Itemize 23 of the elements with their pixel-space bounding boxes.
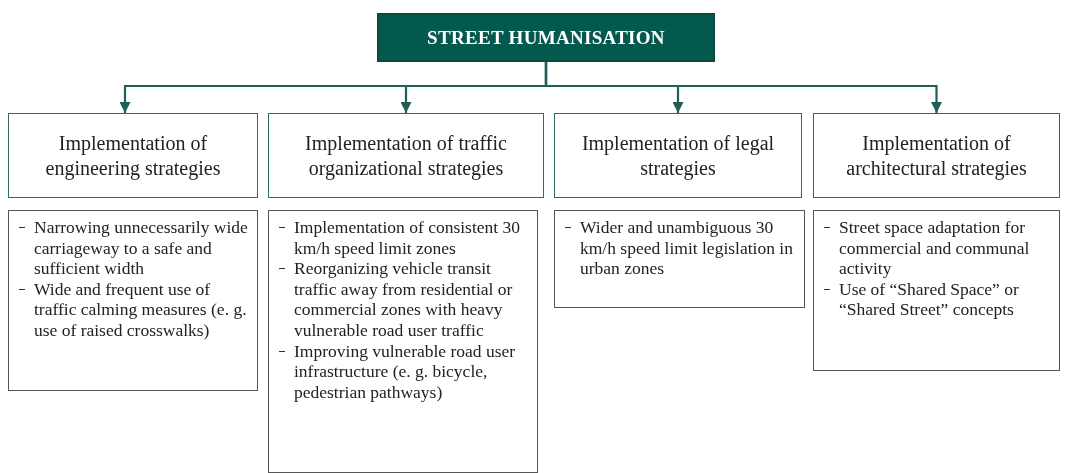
strategy-box: [554, 113, 802, 198]
strategy-heading: Implementation of legal strategies: [580, 130, 776, 181]
measures-box: [813, 210, 1060, 371]
measure-text: Improving vulnerable road user infrastructure (e. g. bicycle, pedestrian pathways): [294, 340, 517, 403]
measures-box: [554, 210, 805, 308]
strategy-heading: Implementation of engineering strategies: [44, 130, 222, 181]
strategy-box: [268, 113, 544, 198]
measures-box: [8, 210, 258, 391]
measure-text: Reorganizing vehicle transit traffic away from residential or commercial zones with heavy vulnerable road user traffic: [294, 258, 514, 341]
strategy-box: [813, 113, 1060, 198]
measures-box: [268, 210, 538, 473]
strategy-box: [8, 113, 258, 198]
measure-text: Street space adaptation for commercial and communal activity: [839, 217, 1031, 279]
measure-text: Wider and unambiguous 30 km/h speed limit legislation in urban zones: [580, 217, 794, 279]
measure-text: Implementation of consistent 30 km/h speed limit zones: [294, 217, 521, 259]
measure-text: Use of “Shared Space” or “Shared Street” concepts: [839, 278, 1020, 320]
strategy-heading: Implementation of traffic organizational strategies: [304, 130, 508, 181]
title-box: [377, 13, 715, 62]
strategy-heading: Implementation of architectural strategies: [845, 130, 1028, 181]
title-text: STREET HUMANISATION: [427, 26, 665, 49]
arrow: [544, 62, 942, 113]
measure-text: Wide and frequent use of traffic calming measures (e. g. use of raised crosswalks): [34, 278, 248, 341]
measure-text: Narrowing unnecessarily wide carriageway to a safe and sufficient width: [34, 217, 249, 279]
